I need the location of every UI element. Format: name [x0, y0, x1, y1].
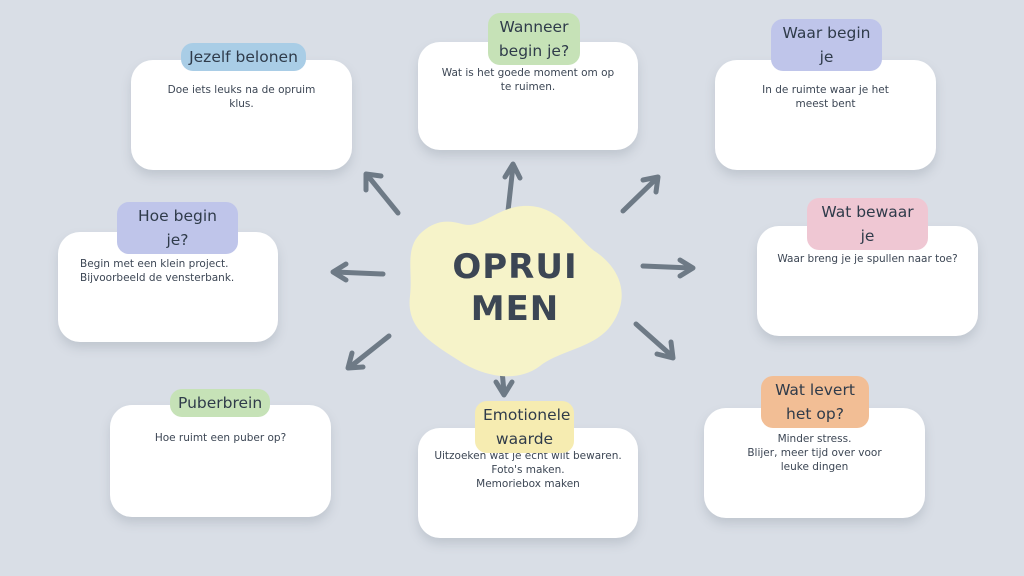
center-blob-shape: [409, 205, 622, 377]
card-text: In de ruimte waar je het meest bent: [762, 84, 889, 110]
card-text: Minder stress. Blijer, meer tijd over vo…: [747, 433, 882, 473]
card-text: Hoe ruimt een puber op?: [154, 432, 287, 444]
tag-hoe-begin-je: Hoe begin je?: [117, 202, 238, 254]
card-waar-begin-je: In de ruimte waar je het meest bent: [715, 60, 936, 170]
arrow-to-jezelf-belonen: [363, 171, 401, 216]
arrow-to-wanneer-begin-je: [502, 161, 523, 214]
center-title-line2: MEN: [470, 289, 560, 329]
center-title-line1: OPRUI: [452, 247, 578, 287]
tag-wat-bewaar-je: Wat bewaar je: [807, 198, 928, 250]
card-hoe-begin-je: Begin met een klein project. Bijvoorbeel…: [58, 232, 278, 342]
card-text: Begin met een klein project. Bijvoorbeel…: [80, 258, 235, 284]
card-text: Doe iets leuks na de opruim klus.: [167, 84, 316, 110]
arrow-to-wat-bewaar-je: [640, 257, 696, 279]
tag-puberbrein: Puberbrein: [170, 389, 270, 417]
card-puberbrein: Hoe ruimt een puber op?: [110, 405, 331, 517]
tag-wat-levert-het-op: Wat levert het op?: [761, 376, 869, 428]
center-topic: OPRUI MEN: [400, 200, 630, 380]
card-emotionele-waarde: Uitzoeken wat je echt wilt bewaren. Foto…: [418, 428, 638, 538]
arrow-to-hoe-begin-je: [330, 261, 386, 283]
tag-emotionele-waarde: Emotionele waarde: [475, 401, 574, 453]
arrow-to-puberbrein: [345, 333, 392, 371]
card-text: Wat is het goede moment om op te ruimen.: [441, 67, 615, 93]
arrow-to-waar-begin-je: [620, 174, 661, 214]
arrow-to-wat-levert-het-op: [633, 321, 676, 361]
tag-jezelf-belonen: Jezelf belonen: [181, 43, 306, 71]
card-text: Waar breng je je spullen naar toe?: [777, 253, 958, 265]
tag-wanneer-begin-je: Wanneer begin je?: [488, 13, 580, 65]
card-text: Uitzoeken wat je echt wilt bewaren. Foto…: [434, 450, 622, 490]
tag-waar-begin-je: Waar begin je: [771, 19, 882, 71]
card-jezelf-belonen: Doe iets leuks na de opruim klus.: [131, 60, 352, 170]
